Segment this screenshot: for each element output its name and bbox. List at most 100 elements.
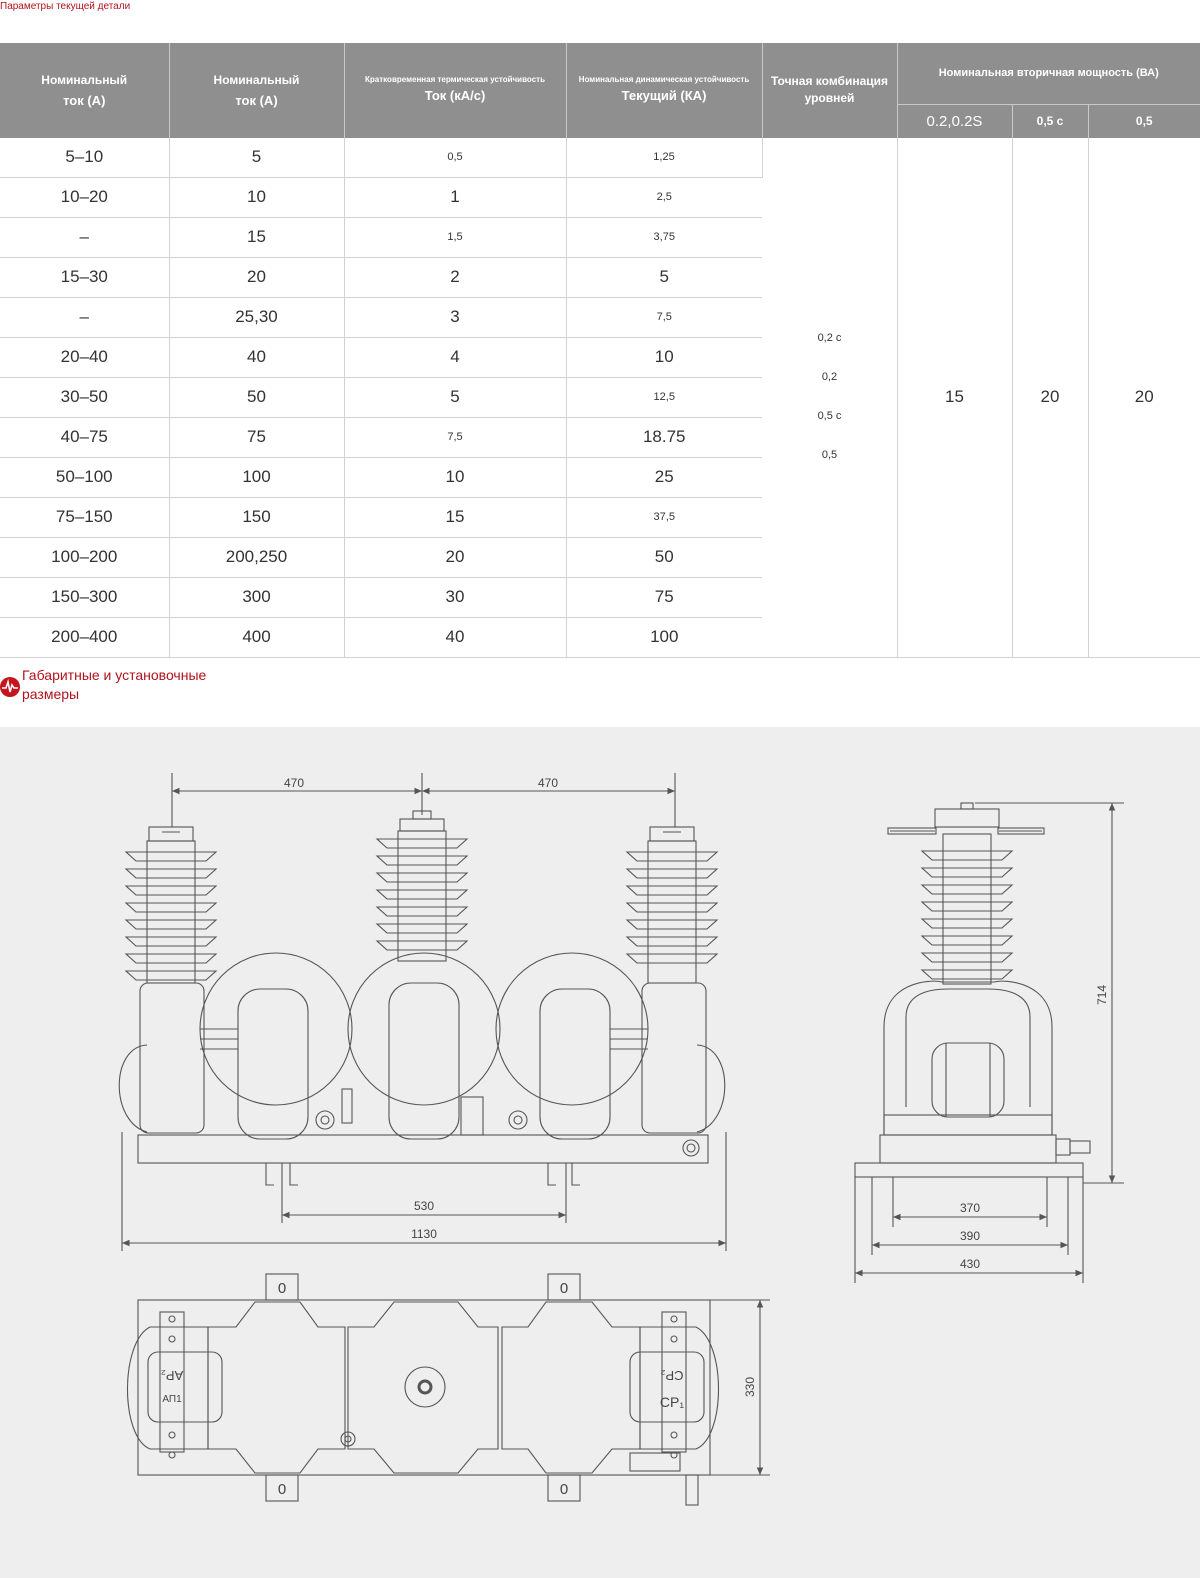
table-cell: 100 [169, 457, 345, 498]
table-subheader-row: 0.2,0.2S 0,5 с 0,5 [0, 103, 1200, 138]
subheader-02: 0.2,0.2S [897, 103, 1013, 138]
table-cell: 20 [344, 537, 567, 578]
header-dynamic-stability: Номинальная динамическая устойчивость Те… [566, 43, 763, 138]
table-cell: 4 [344, 337, 567, 378]
table-cell: – [0, 217, 170, 258]
side-view [854, 802, 1124, 1283]
table-cell: 0,5 [344, 137, 567, 178]
table-cell: 1,25 [566, 137, 763, 178]
table-cell: 10 [169, 177, 345, 218]
waveform-icon [0, 677, 20, 697]
dimension-drawing: 470 470 530 1130 370 390 430 714 330 0 0… [0, 727, 1200, 1578]
table-cell: 5 [344, 377, 567, 418]
table-cell: 15 [169, 217, 345, 258]
header-rated-current-2: Номинальный ток (A) [169, 43, 345, 138]
dim-390: 390 [960, 1229, 980, 1243]
table-cell: 1 [344, 177, 567, 218]
table-cell: 20–40 [0, 337, 170, 378]
table-cell: 50 [169, 377, 345, 418]
subheader-05: 0,5 [1088, 103, 1200, 138]
accuracy-level: 0,5 с [817, 410, 842, 422]
page-section-label: Параметры текущей детали [0, 0, 130, 13]
table-cell: 150–300 [0, 577, 170, 618]
front-view [118, 773, 727, 1251]
table-cell: 37,5 [566, 497, 762, 538]
table-cell: 7,5 [344, 417, 567, 458]
dim-470-left: 470 [284, 776, 304, 790]
table-cell: 100–200 [0, 537, 170, 578]
zero-label: 0 [278, 1280, 286, 1297]
header-thermal-stability: Кратковременная термическая устойчивость… [344, 43, 567, 138]
table-cell: 75 [566, 577, 762, 618]
table-cell: 25 [566, 457, 762, 498]
subheader-05s: 0,5 с [1012, 103, 1089, 138]
table-cell: 75 [169, 417, 345, 458]
table-cell: 10 [566, 337, 762, 378]
header-rated-current: Номинальный ток (A) [0, 43, 170, 138]
dim-430: 430 [960, 1257, 980, 1271]
zero-label: 0 [560, 1481, 568, 1498]
zero-label: 0 [278, 1481, 286, 1498]
table-cell: 25,30 [169, 297, 345, 338]
table-cell: 18.75 [566, 417, 762, 458]
table-cell: 15 [344, 497, 567, 538]
terminal-cp1: CP₁ [660, 1394, 684, 1410]
table-cell: 5–10 [0, 137, 170, 178]
table-cell: 40 [344, 617, 567, 658]
top-view [127, 1273, 770, 1506]
table-cell: 300 [169, 577, 345, 618]
table-cell: 5 [169, 137, 345, 178]
table-cell: 50–100 [0, 457, 170, 498]
table-cell: 2,5 [566, 177, 762, 218]
accuracy-cell: 0,2 с 0,2 0,5 с 0,5 [762, 137, 898, 658]
table-cell: 75–150 [0, 497, 170, 538]
table-cell: 3 [344, 297, 567, 338]
table-cell: 40–75 [0, 417, 170, 458]
spec-table: Номинальный ток (A) Номинальный ток (A) … [0, 43, 1200, 658]
table-cell: 30 [344, 577, 567, 618]
section-title-text: Габаритные и установочные размеры [22, 667, 207, 702]
dim-714: 714 [1095, 985, 1109, 1005]
table-cell: 400 [169, 617, 345, 658]
table-cell: 30–50 [0, 377, 170, 418]
section-label-text: Параметры текущей детали [0, 1, 131, 12]
table-cell: 200,250 [169, 537, 345, 578]
drawing-svg: 470 470 530 1130 370 390 430 714 330 0 0… [118, 773, 1124, 1506]
header-accuracy: Точная комбинация уровней [762, 43, 898, 138]
table-header-row: Номинальный ток (A) Номинальный ток (A) … [0, 43, 1200, 138]
power-cell: 15 [897, 137, 1013, 658]
terminal-ap1: АП1 [162, 1394, 182, 1405]
table-cell: 200–400 [0, 617, 170, 658]
dim-330: 330 [743, 1377, 757, 1397]
table-cell: 15–30 [0, 257, 170, 298]
accuracy-level: 0,5 [821, 449, 838, 461]
dim-1130: 1130 [411, 1227, 437, 1241]
terminal-ap2: AP₂ [161, 1368, 183, 1383]
table-cell: 1,5 [344, 217, 567, 258]
table-cell: 40 [169, 337, 345, 378]
accuracy-level: 0,2 с [817, 332, 842, 344]
accuracy-level: 0,2 [821, 371, 838, 383]
dim-370: 370 [960, 1201, 980, 1215]
zero-label: 0 [560, 1280, 568, 1297]
table-cell: 12,5 [566, 377, 762, 418]
table-cell: 20 [169, 257, 345, 298]
table-cell: 100 [566, 617, 762, 658]
table-cell: 10–20 [0, 177, 170, 218]
power-cell: 20 [1012, 137, 1089, 658]
table-cell: 10 [344, 457, 567, 498]
terminal-cp2: CP₂ [660, 1368, 683, 1383]
table-cell: – [0, 297, 170, 338]
table-cell: 50 [566, 537, 762, 578]
table-cell: 3,75 [566, 217, 762, 258]
table-cell: 2 [344, 257, 567, 298]
dim-470-right: 470 [538, 776, 558, 790]
table-cell: 5 [566, 257, 762, 298]
